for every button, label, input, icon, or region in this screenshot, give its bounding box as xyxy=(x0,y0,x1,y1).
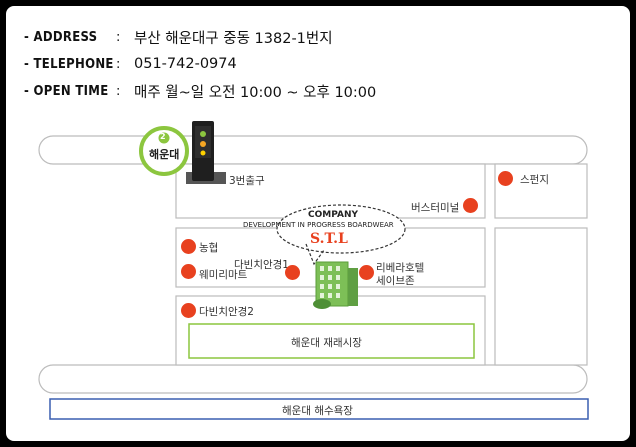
nonghyup-label: 농협 xyxy=(199,242,219,254)
telephone-value[interactable]: 051-742-0974 xyxy=(134,56,237,72)
address-value: 부산 해운대구 중동 1382-1번지 xyxy=(134,30,333,47)
dabinchi2-label: 다빈치안경2 xyxy=(199,306,254,318)
dabinchi2-marker xyxy=(181,303,196,318)
building-icon xyxy=(313,261,358,309)
beach-bar xyxy=(49,398,589,420)
company-title: COMPANY xyxy=(308,210,358,220)
top-road xyxy=(38,135,588,165)
riviera-label-line2: 세이브존 xyxy=(376,275,415,287)
beach-label: 해운대 해수욕장 xyxy=(282,405,353,417)
bus-terminal-marker xyxy=(463,198,478,213)
welmi-marker xyxy=(181,264,196,279)
market-label: 해운대 재래시장 xyxy=(291,337,362,349)
telephone-colon: : xyxy=(116,56,121,72)
company-subtitle: DEVELOPMENT IN PROGRESS BOARDWEAR xyxy=(243,221,394,229)
spunji-label: 스펀지 xyxy=(520,174,549,186)
dabinchi1-marker xyxy=(285,265,300,280)
station-name: 해운대 xyxy=(149,148,180,161)
location-map xyxy=(38,121,589,420)
spunji-marker xyxy=(498,171,513,186)
welmi-label: 웨미리마트 xyxy=(199,269,248,281)
station-ring xyxy=(139,126,189,176)
address-row: - ADDRESS : 부산 해운대구 중동 1382-1번지 xyxy=(24,26,333,48)
opentime-label: - OPEN TIME xyxy=(24,83,109,99)
opentime-row: - OPEN TIME : 매주 월~일 오전 10:00 ~ 오후 10:00 xyxy=(24,80,376,102)
telephone-label: - TELEPHONE xyxy=(24,56,114,72)
company-callout xyxy=(276,204,406,254)
address-colon: : xyxy=(116,29,121,45)
exit-label: 3번출구 xyxy=(229,175,265,187)
opentime-value: 매주 월~일 오전 10:00 ~ 오후 10:00 xyxy=(134,84,377,101)
address-label: - ADDRESS xyxy=(24,29,98,45)
market-box xyxy=(188,323,475,359)
block-right-lower xyxy=(494,227,588,366)
riviera-label-line1: 리베라호텔 xyxy=(376,262,425,274)
telephone-row: - TELEPHONE : 051-742-0974 xyxy=(24,53,237,75)
company-name: S.T.L xyxy=(310,231,348,247)
station-number: 2 xyxy=(160,132,166,141)
riviera-marker xyxy=(359,265,374,280)
bottom-road xyxy=(38,364,588,394)
dabinchi1-label: 다빈치안경1 xyxy=(234,259,289,271)
location-panel: - ADDRESS : 부산 해운대구 중동 1382-1번지 - TELEPH… xyxy=(6,6,630,441)
bus-terminal-label: 버스터미널 xyxy=(411,202,460,214)
nonghyup-marker xyxy=(181,239,196,254)
station-number-badge xyxy=(158,132,170,144)
opentime-colon: : xyxy=(116,83,121,99)
